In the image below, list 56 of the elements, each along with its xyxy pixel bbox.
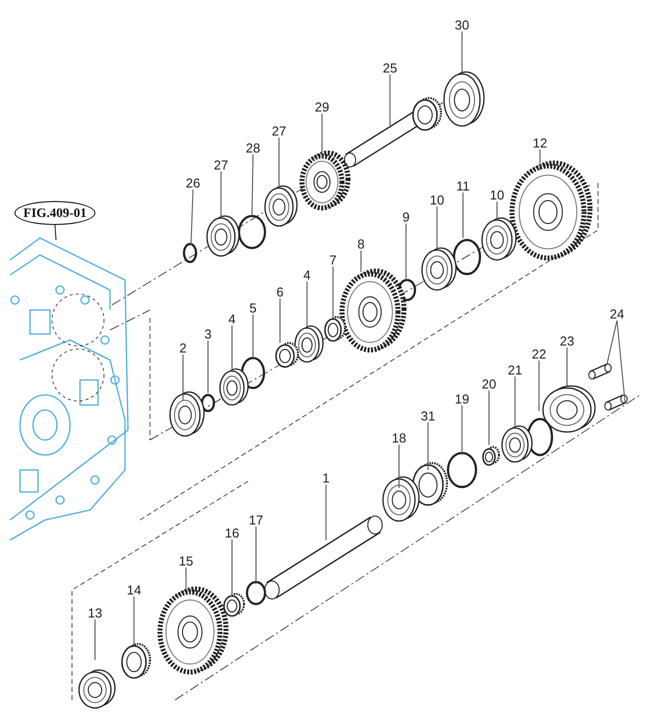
callout-number: 14 [126,584,142,596]
callout-number: 27 [270,124,288,138]
leader-line [360,250,362,272]
callout-number: 4 [227,312,237,326]
callout-number: 22 [530,348,548,360]
callout-number: 23 [558,334,576,348]
leader-line [462,192,464,238]
callout-number: 21 [506,364,524,376]
figure-reference: FIG.409-01 [14,201,96,225]
leader-line [496,201,498,220]
callout-number: 1 [321,472,331,484]
callout-number: 25 [382,62,398,74]
callout-number: 7 [328,254,338,266]
callout-number: 2 [178,342,188,354]
leader-line [252,154,254,216]
callout-number: 17 [248,514,264,526]
callout-number: 9 [401,210,411,224]
callout-number: 31 [420,410,436,422]
callout-number: 11 [455,180,471,192]
callout-number: 28 [244,142,262,154]
leader-line [398,444,400,488]
callout-number: 13 [86,606,104,620]
leader-line [606,320,618,364]
callout-number: 26 [184,176,202,190]
callout-number: 10 [428,194,446,206]
callout-number: 15 [178,554,194,568]
callout-number: 19 [454,392,470,406]
leader-line [306,281,308,328]
callout-number: 12 [532,136,548,150]
leader-line [488,390,490,446]
callout-number: 4 [302,268,312,282]
leader-line [436,206,438,250]
leader-line [252,314,254,358]
callout-number: 5 [248,302,258,314]
callout-number: 29 [314,100,330,114]
leader-line [190,189,194,246]
leader-line [616,320,626,402]
leader-line [514,376,516,428]
leader-line [538,360,540,412]
leader-line [332,266,334,318]
leader-line [54,224,56,240]
callout-number: 27 [212,158,230,172]
callout-number: 6 [275,286,285,298]
callout-number: 3 [203,328,213,340]
leader-line [220,171,222,218]
callout-number: 20 [480,378,498,390]
callout-number: 30 [454,18,470,32]
leader-line [94,619,96,660]
callout-number: 24 [608,308,626,320]
callout-number: 16 [224,526,240,540]
callout-number: 10 [488,188,506,202]
callout-number: 18 [390,432,408,444]
leader-line [566,347,568,386]
callout-number: 8 [356,238,366,250]
leader-line [182,354,184,400]
leader-line [278,137,280,188]
